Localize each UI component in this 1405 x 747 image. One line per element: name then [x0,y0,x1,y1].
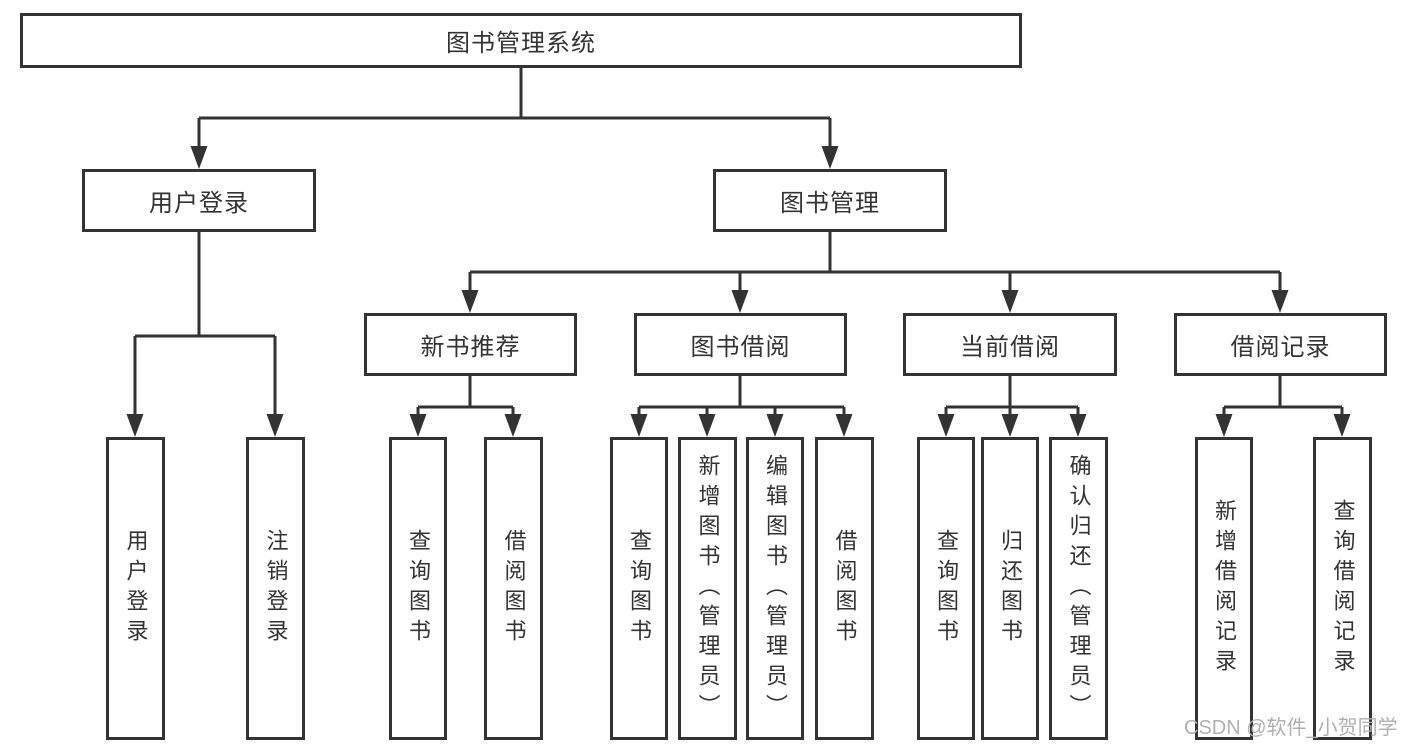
node-borrow-books-borrowing: 借阅图书 [815,437,874,740]
node-label: 借阅图书 [501,528,527,649]
node-label: 查询图书 [934,528,959,649]
node-current-borrowing: 当前借阅 [903,313,1117,376]
node-label: 新增图书（管理员） [695,453,721,724]
node-return-book: 归还图书 [981,437,1039,740]
node-user-login: 用户登录 [82,169,316,232]
node-add-borrowing-record: 新增借阅记录 [1195,437,1253,740]
node-library-management-system: 图书管理系统 [20,13,1022,68]
csdn-watermark: CSDN @软件_小贺同学 [1184,717,1398,739]
node-new-book-recommendation: 新书推荐 [364,313,577,376]
node-add-book-admin: 新增图书（管理员） [678,437,737,740]
node-query-books-borrowing: 查询图书 [610,437,668,740]
node-edit-book-admin: 编辑图书（管理员） [746,437,804,740]
node-label: 查询图书 [627,528,652,649]
node-label: 编辑图书（管理员） [763,453,788,724]
node-label: 确认归还（管理员） [1066,453,1092,724]
node-confirm-return-admin: 确认归还（管理员） [1049,437,1108,740]
node-label: 新增借阅记录 [1212,498,1237,679]
node-label: 借阅图书 [832,528,858,649]
node-label: 注销登录 [263,528,289,649]
node-label: 查询借阅记录 [1330,498,1356,679]
node-query-borrowing-record: 查询借阅记录 [1313,437,1372,740]
node-book-borrowing: 图书借阅 [634,313,847,376]
node-borrowing-records: 借阅记录 [1174,313,1387,376]
node-label: 查询图书 [406,528,431,649]
node-user-login-leaf: 用户登录 [106,437,165,740]
node-logout: 注销登录 [246,437,305,740]
node-label: 用户登录 [123,528,149,649]
node-label: 归还图书 [998,528,1023,649]
node-borrow-books-recommend: 借阅图书 [484,437,543,740]
node-query-books-recommend: 查询图书 [389,437,447,740]
node-query-books-current: 查询图书 [917,437,975,740]
node-book-management: 图书管理 [713,169,947,232]
